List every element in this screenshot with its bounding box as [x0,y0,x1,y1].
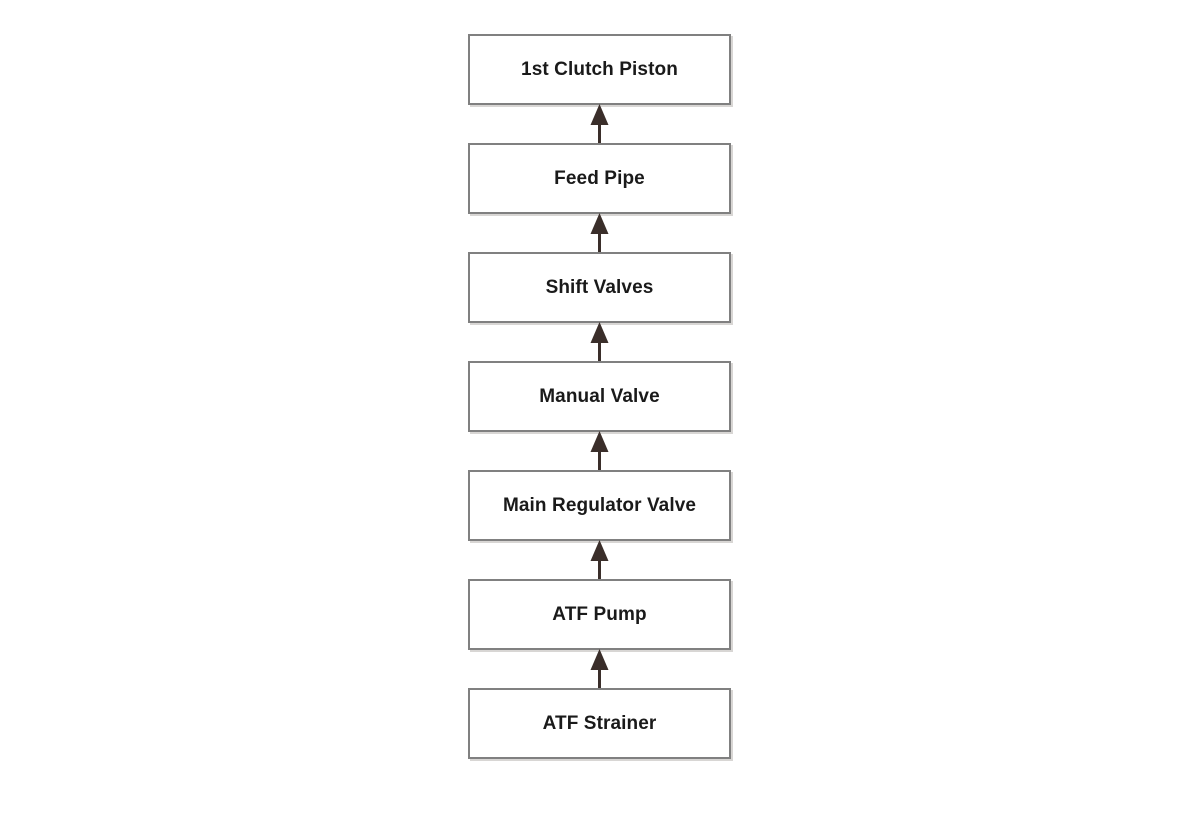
flow-arrow-main-regulator-valve-to-manual-valve [468,431,731,470]
flow-arrow-feed-pipe-to-clutch-piston [468,104,731,143]
flow-node-label: ATF Strainer [542,713,657,734]
flow-node-atf-pump[interactable]: ATF Pump [468,579,731,650]
flow-node-label: Manual Valve [539,386,660,407]
flow-node-label: 1st Clutch Piston [521,59,678,80]
flow-node-label: ATF Pump [552,604,647,625]
flow-arrow-manual-valve-to-shift-valves [468,322,731,361]
flow-node-label: Feed Pipe [554,168,645,189]
flow-node-main-regulator-valve[interactable]: Main Regulator Valve [468,470,731,541]
flow-node-atf-strainer[interactable]: ATF Strainer [468,688,731,759]
flow-node-clutch-piston[interactable]: 1st Clutch Piston [468,34,731,105]
flow-node-manual-valve[interactable]: Manual Valve [468,361,731,432]
flow-node-feed-pipe[interactable]: Feed Pipe [468,143,731,214]
flow-node-label: Shift Valves [545,277,654,298]
flow-node-label: Main Regulator Valve [502,495,697,516]
flow-arrow-shift-valves-to-feed-pipe [468,213,731,252]
flow-arrow-atf-strainer-to-atf-pump [468,649,731,688]
flow-chart: 1st Clutch Piston Feed Pipe Shift Valves [468,34,731,759]
flow-node-shift-valves[interactable]: Shift Valves [468,252,731,323]
flow-arrow-atf-pump-to-main-regulator-valve [468,540,731,579]
